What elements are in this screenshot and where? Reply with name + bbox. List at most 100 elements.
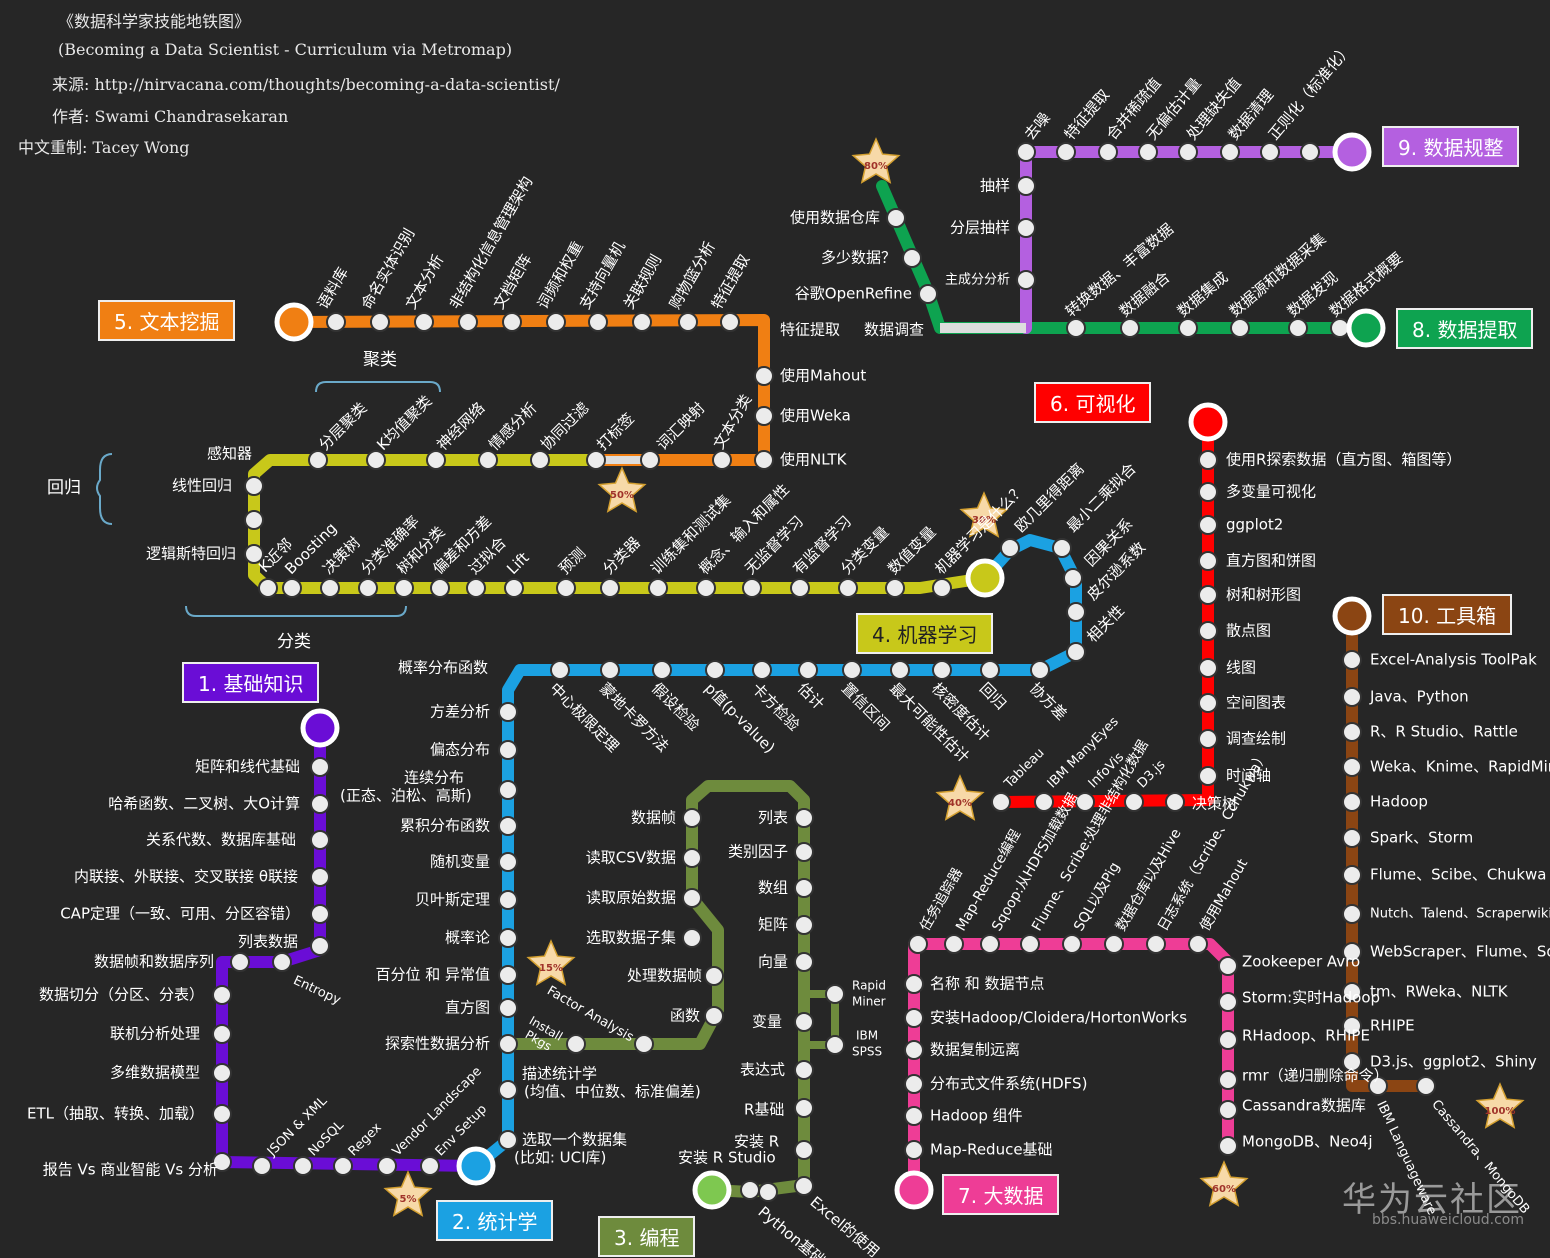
station-textmining[interactable] — [414, 312, 434, 332]
station-ingestion[interactable] — [1016, 218, 1036, 238]
station-statistics[interactable] — [498, 780, 518, 800]
station-programming[interactable] — [682, 928, 702, 948]
station-fundamentals[interactable] — [377, 1156, 397, 1176]
station-visualization[interactable] — [1198, 766, 1218, 786]
station-textmining[interactable] — [588, 312, 608, 332]
station-visualization[interactable] — [1034, 792, 1054, 812]
station-ingestion[interactable] — [918, 284, 938, 304]
station-ingestion[interactable] — [886, 208, 906, 228]
station-programming[interactable] — [704, 1006, 724, 1026]
station-bigdata[interactable] — [1020, 934, 1040, 954]
station-toolbox[interactable] — [1342, 687, 1362, 707]
station-visualization[interactable] — [1198, 551, 1218, 571]
station-textmining[interactable] — [640, 450, 660, 470]
terminal-fundamentals[interactable] — [300, 708, 340, 748]
station-ml[interactable] — [466, 578, 486, 598]
station-bigdata[interactable] — [1218, 1100, 1238, 1120]
station-bigdata[interactable] — [1062, 934, 1082, 954]
line-label-toolbox[interactable]: 10. 工具箱 — [1382, 594, 1513, 635]
station-statistics[interactable] — [498, 928, 518, 948]
station-ml[interactable] — [530, 450, 550, 470]
station-ingestion[interactable] — [1288, 318, 1308, 338]
station-statistics[interactable] — [705, 660, 725, 680]
station-ingestion[interactable] — [1066, 318, 1086, 338]
station-programming[interactable] — [758, 1182, 778, 1202]
station-bigdata[interactable] — [904, 1008, 924, 1028]
line-label-visualization[interactable]: 6. 可视化 — [1034, 382, 1152, 423]
station-ml[interactable] — [394, 578, 414, 598]
station-fundamentals[interactable] — [420, 1156, 440, 1176]
station-textmining[interactable] — [712, 450, 732, 470]
station-ml[interactable] — [885, 578, 905, 598]
station-ml[interactable] — [430, 578, 450, 598]
station-statistics[interactable] — [498, 852, 518, 872]
station-programming[interactable] — [682, 848, 702, 868]
station-programming[interactable] — [794, 915, 814, 935]
station-toolbox[interactable] — [1342, 757, 1362, 777]
station-fundamentals[interactable] — [212, 1024, 232, 1044]
station-statistics[interactable] — [980, 660, 1000, 680]
station-bigdata[interactable] — [944, 934, 964, 954]
station-statistics[interactable] — [798, 660, 818, 680]
station-textmining[interactable] — [458, 312, 478, 332]
terminal-programming[interactable] — [692, 1170, 732, 1210]
station-visualization[interactable] — [1198, 585, 1218, 605]
station-ml[interactable] — [244, 544, 264, 564]
line-label-big-data[interactable]: 7. 大数据 — [942, 1174, 1060, 1215]
station-statistics[interactable] — [842, 660, 862, 680]
line-label-text-mining[interactable]: 5. 文本挖掘 — [98, 300, 236, 341]
station-bigdata[interactable] — [1218, 1070, 1238, 1090]
station-statistics[interactable] — [498, 1130, 518, 1150]
station-bigdata[interactable] — [1218, 1030, 1238, 1050]
station-fundamentals[interactable] — [293, 1156, 313, 1176]
station-toolbox[interactable] — [1342, 904, 1362, 924]
terminal-ingestion[interactable] — [1346, 308, 1386, 348]
station-munging[interactable] — [1300, 142, 1320, 162]
station-fundamentals[interactable] — [212, 985, 232, 1005]
station-textmining[interactable] — [678, 312, 698, 332]
station-statistics[interactable] — [1000, 538, 1020, 558]
station-fundamentals[interactable] — [212, 1152, 232, 1172]
station-visualization[interactable] — [1198, 621, 1218, 641]
station-programming[interactable] — [825, 984, 845, 1004]
station-fundamentals[interactable] — [252, 1156, 272, 1176]
station-programming[interactable] — [794, 842, 814, 862]
station-programming[interactable] — [634, 1034, 654, 1054]
station-visualization[interactable] — [991, 792, 1011, 812]
station-programming[interactable] — [740, 1180, 760, 1200]
station-statistics[interactable] — [498, 890, 518, 910]
station-programming[interactable] — [566, 1034, 586, 1054]
station-statistics[interactable] — [932, 660, 952, 680]
station-ingestion[interactable] — [1330, 318, 1350, 338]
station-bigdata[interactable] — [1218, 992, 1238, 1012]
station-munging[interactable] — [1056, 142, 1076, 162]
station-munging[interactable] — [1138, 142, 1158, 162]
terminal-statistics[interactable] — [456, 1146, 496, 1186]
station-ingestion[interactable] — [1120, 318, 1140, 338]
station-statistics[interactable] — [1052, 538, 1072, 558]
station-textmining[interactable] — [632, 312, 652, 332]
station-bigdata[interactable] — [1188, 934, 1208, 954]
station-textmining[interactable] — [370, 312, 390, 332]
station-bigdata[interactable] — [1146, 934, 1166, 954]
station-ml[interactable] — [742, 578, 762, 598]
station-fundamentals[interactable] — [310, 867, 330, 887]
station-programming[interactable] — [794, 1176, 814, 1196]
station-visualization[interactable] — [1198, 515, 1218, 535]
station-toolbox[interactable] — [1342, 865, 1362, 885]
station-toolbox[interactable] — [1368, 1076, 1388, 1096]
station-fundamentals[interactable] — [272, 952, 292, 972]
station-textmining[interactable] — [502, 312, 522, 332]
station-visualization[interactable] — [1198, 658, 1218, 678]
station-statistics[interactable] — [890, 660, 910, 680]
station-programming[interactable] — [794, 1140, 814, 1160]
station-ml[interactable] — [320, 578, 340, 598]
map-source[interactable]: 来源: http://nirvacana.com/thoughts/becomi… — [52, 75, 560, 94]
terminal-toolbox[interactable] — [1332, 596, 1372, 636]
station-toolbox[interactable] — [1342, 650, 1362, 670]
station-ml[interactable] — [600, 578, 620, 598]
station-fundamentals[interactable] — [310, 794, 330, 814]
station-programming[interactable] — [825, 1035, 845, 1055]
station-ml[interactable] — [282, 578, 302, 598]
station-ingestion[interactable] — [1230, 318, 1250, 338]
